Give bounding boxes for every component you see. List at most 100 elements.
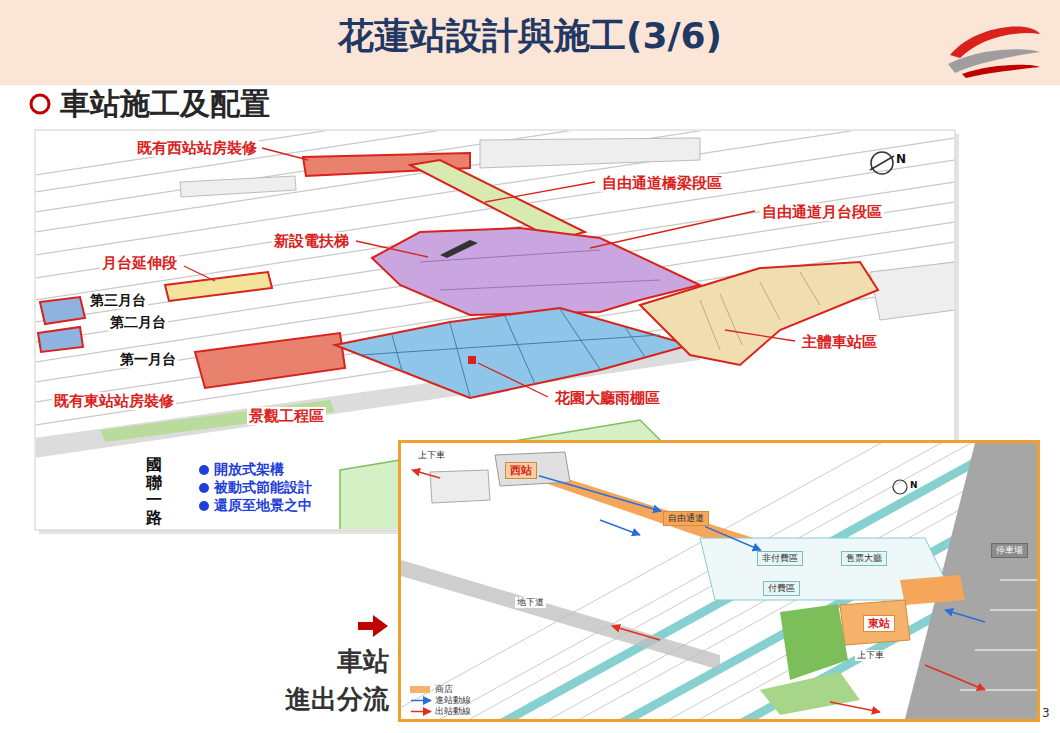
roof-skylight — [440, 240, 478, 258]
entry-flow-arrow — [600, 520, 640, 535]
track-line — [36, 131, 954, 425]
platform-label: 第一月台 — [118, 351, 178, 368]
legend-spacer — [410, 708, 430, 715]
node-label: 非付費區 — [762, 553, 798, 564]
section-heading: 車站施工及配置 — [60, 86, 270, 122]
legend-spacer — [410, 697, 430, 704]
parking-stripe — [975, 650, 1037, 651]
leader-line — [184, 148, 795, 397]
exit-flow-arrow — [412, 470, 440, 478]
platform-strip — [480, 443, 1037, 719]
design-bullet: 開放式架構 — [212, 461, 286, 478]
leader-line — [590, 211, 755, 248]
design-bullet: 還原至地景之中 — [212, 497, 314, 514]
bullet-dot — [199, 465, 209, 475]
area-callout: 自由通道橋梁段區 — [600, 174, 724, 192]
company-logo — [948, 27, 1040, 78]
bullet-dot — [199, 465, 209, 511]
platform-end-area — [38, 327, 83, 352]
exit-flow-arrow — [830, 702, 880, 712]
node-label: 西站 — [510, 464, 532, 477]
canopy-grid — [360, 335, 660, 355]
inset-drawing — [401, 443, 1037, 719]
parking-stripe — [990, 610, 1037, 611]
north-mark: N — [896, 152, 906, 166]
east-building — [840, 600, 910, 645]
legend-text: 進站動線 — [435, 695, 471, 705]
entry-flow-arrow — [600, 520, 985, 622]
parking-stripe — [960, 690, 1037, 691]
design-bullet: 被動式節能設計 — [212, 479, 314, 496]
title-band — [0, 0, 1060, 85]
canopy-marker — [468, 356, 476, 364]
track-line — [36, 138, 954, 278]
slide-title: 花蓮站設計與施工(3/6) — [0, 14, 1060, 57]
west-annex — [430, 470, 490, 503]
track-line — [36, 131, 954, 192]
flow-connector — [539, 476, 661, 511]
station-facade-hatch — [720, 294, 742, 345]
east-station-area — [195, 333, 345, 388]
compass-symbol — [870, 152, 894, 174]
area-callout: 月台延伸段 — [100, 254, 179, 272]
background-building — [180, 176, 296, 197]
track-line — [36, 131, 954, 175]
north-mark: N — [910, 480, 918, 491]
canopy-grid — [450, 323, 470, 397]
roof-ridge — [420, 250, 600, 262]
compass-symbol — [893, 480, 907, 494]
legend-row: 出站動線 — [410, 706, 471, 717]
track-line — [36, 131, 954, 212]
track-line — [401, 443, 1037, 719]
leader-line — [725, 330, 795, 341]
zone-box: 售票大廳 — [841, 551, 887, 566]
roof-ridge — [420, 250, 660, 290]
track-line — [420, 443, 970, 719]
page-number: 3 — [1042, 706, 1050, 720]
leader-line — [184, 266, 215, 281]
track-line — [680, 443, 1037, 719]
roof-ridge — [440, 280, 660, 290]
legend-text: 商店 — [435, 684, 453, 694]
track-line — [530, 443, 1037, 719]
inset-flow-map — [360, 427, 1060, 730]
leader-line — [262, 148, 308, 160]
map-label: 地下道 — [515, 597, 546, 608]
station-box: 西站 — [505, 462, 537, 479]
inset-caption: 車站 進出分流 — [259, 643, 389, 718]
area-callout: 新設電扶梯 — [272, 232, 351, 250]
company-logo — [962, 65, 1040, 78]
garden-green — [760, 672, 860, 715]
bullet-dot — [199, 501, 209, 511]
main-station-area — [640, 262, 878, 365]
exit-flow-arrow — [925, 665, 985, 690]
platform-extension-area — [165, 272, 272, 301]
legend-swatch — [410, 686, 430, 693]
station-facade-hatch — [800, 272, 820, 305]
node-label: 付費區 — [768, 583, 795, 594]
canopy-grid — [505, 316, 535, 384]
node-label: 售票大廳 — [846, 553, 882, 564]
station-box: 東站 — [863, 615, 895, 632]
background-building — [480, 138, 700, 168]
map-label: 上下車 — [855, 650, 886, 661]
flow-connector — [705, 527, 761, 551]
background-building — [870, 262, 954, 320]
canopy-grid — [360, 309, 660, 397]
canopy-grid — [625, 327, 645, 357]
compass-symbol — [871, 152, 893, 174]
platform-strip — [480, 443, 1037, 719]
legend-row: 進站動線 — [410, 695, 471, 706]
inset-frame: 車站 進出分流西站自由通道非付費區付費區售票大廳東站停車場 — [398, 440, 1040, 722]
leader-line — [478, 363, 548, 397]
underpass — [401, 560, 720, 670]
area-callout: 既有西站站房裝修 — [135, 139, 259, 157]
passage-box: 自由通道 — [663, 511, 709, 526]
shop-block — [900, 575, 965, 605]
area-callout: 景觀工程區 — [247, 407, 326, 425]
platform-label: 第二月台 — [108, 314, 168, 331]
parking-stripe — [960, 580, 1037, 690]
area-callout: 主體車站區 — [800, 333, 879, 351]
